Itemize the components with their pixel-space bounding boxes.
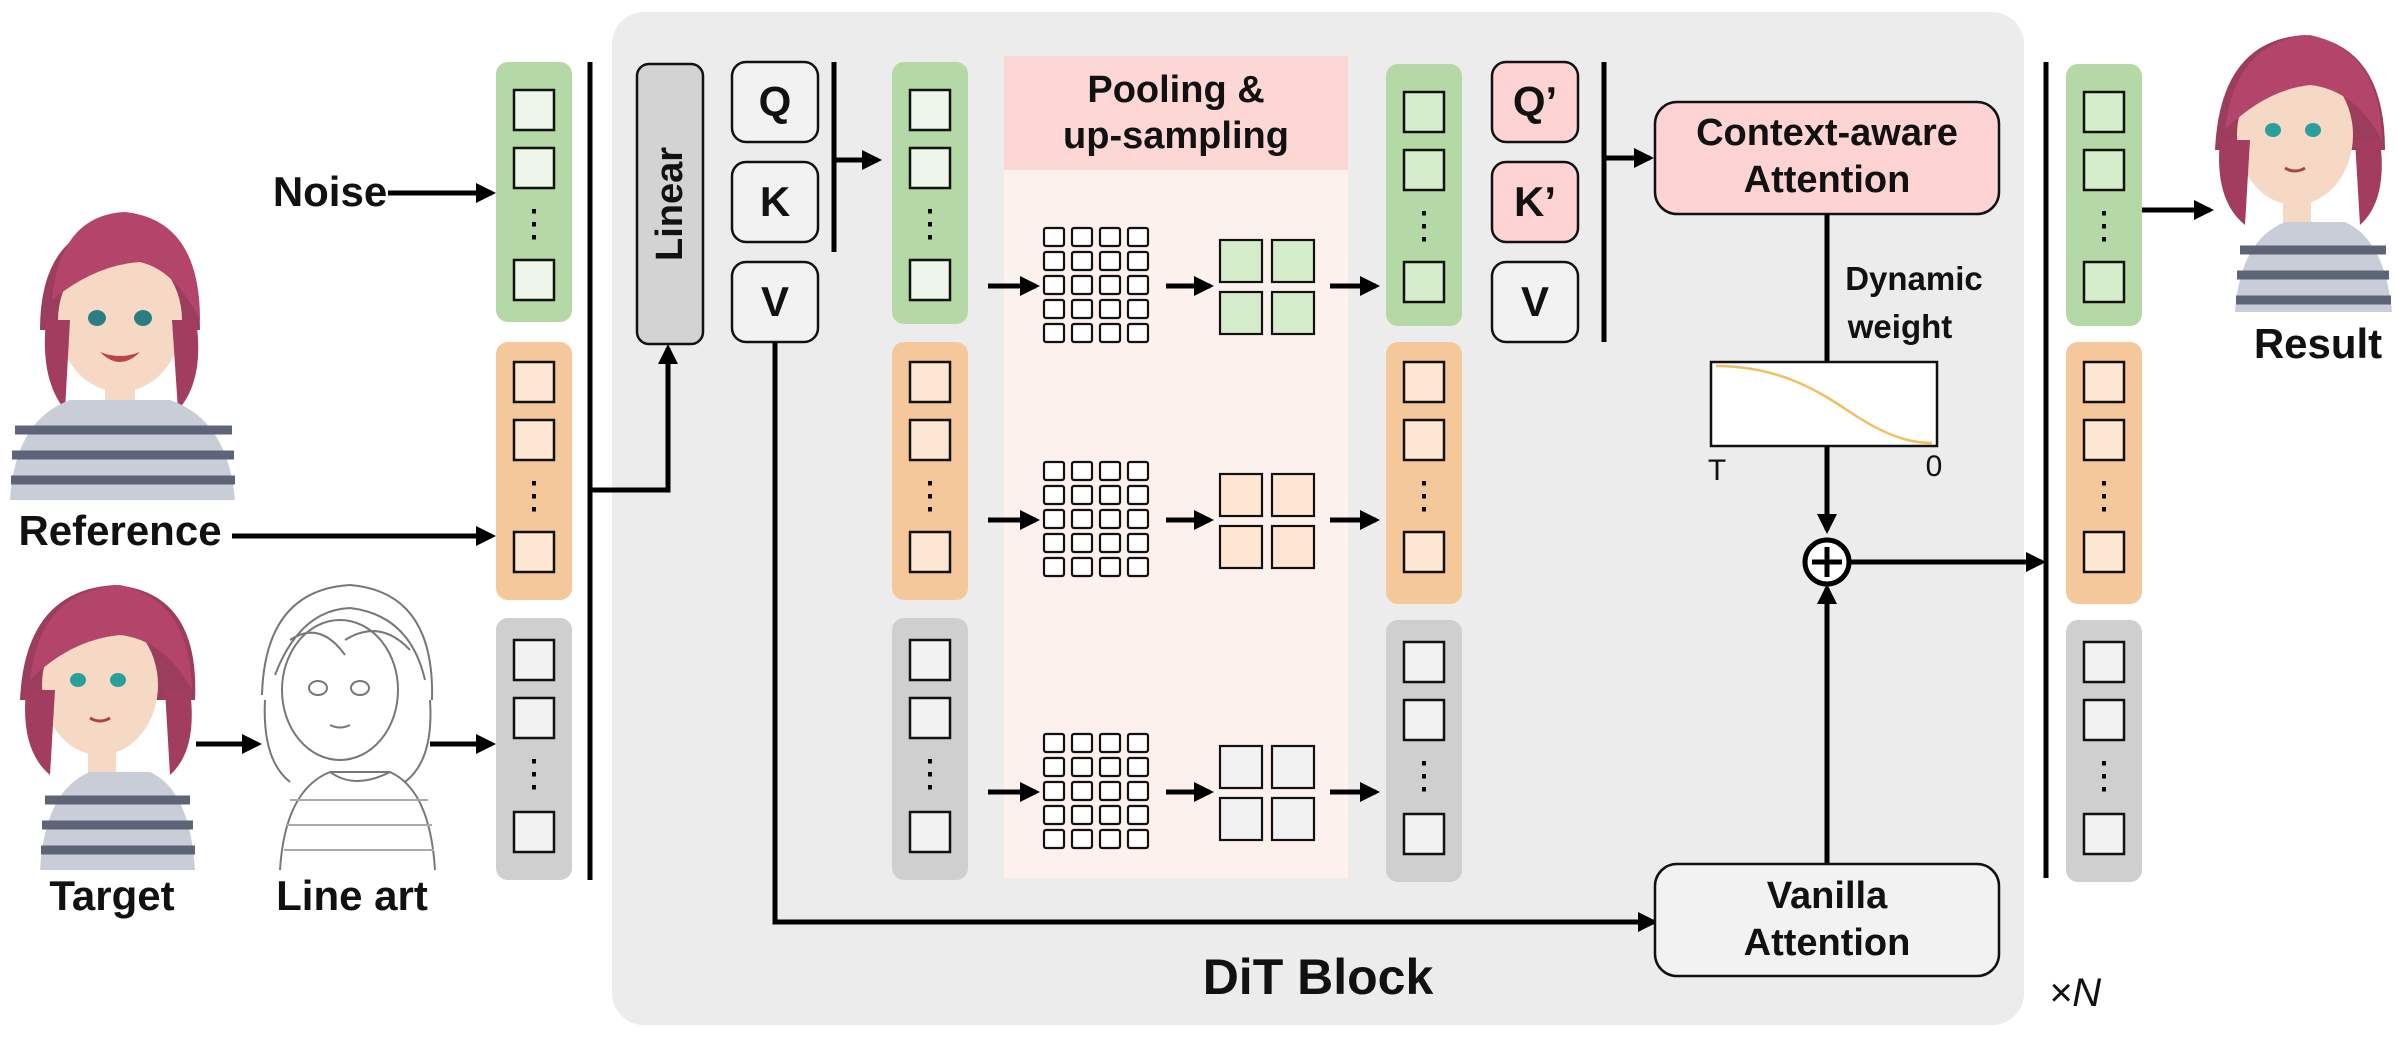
svg-text:⋮: ⋮: [911, 475, 949, 517]
v-to-vanilla-arrow: [772, 342, 1658, 932]
svg-text:⋮: ⋮: [911, 753, 949, 795]
dynamic-label-line2: weight: [1847, 308, 1953, 345]
linear-layer: [635, 62, 705, 346]
input-reference-tokens: ⋮: [496, 342, 572, 600]
svg-text:⋮: ⋮: [515, 475, 553, 517]
svg-text:⋮: ⋮: [1405, 755, 1443, 797]
output-reference-tokens: ⋮: [2066, 342, 2142, 604]
k-label: K: [760, 178, 790, 225]
q-prime-box: [1490, 60, 1580, 144]
input-target-tokens: ⋮: [496, 618, 572, 880]
svg-text:⋮: ⋮: [515, 203, 553, 245]
q-label: Q: [759, 78, 792, 125]
noise-label: Noise: [273, 168, 387, 215]
line-art-label: Line art: [276, 872, 428, 919]
times-n-label: ×N: [2049, 971, 2101, 1015]
svg-text:⋮: ⋮: [2085, 475, 2123, 517]
k-prime-box: [1490, 160, 1580, 244]
target-label: Target: [49, 872, 174, 919]
input-noise-tokens: ⋮: [496, 62, 572, 322]
pooled-reference-tokens: ⋮: [1386, 342, 1462, 604]
output-noise-tokens: ⋮: [2066, 64, 2142, 326]
svg-text:⋮: ⋮: [911, 203, 949, 245]
vanilla-attention-box: [1653, 862, 2001, 978]
dynamic-label-line1: Dynamic: [1845, 260, 1983, 297]
output-target-tokens: ⋮: [2066, 620, 2142, 882]
pooling-rows: [988, 226, 1380, 850]
vanilla-line2: Attention: [1744, 922, 1911, 964]
plus-circle-icon: [1802, 537, 1852, 587]
coarse-token-grid: [1218, 472, 1316, 570]
result-label: Result: [2254, 320, 2382, 367]
pooled-noise-tokens: ⋮: [1386, 64, 1462, 326]
v2-box: [1490, 260, 1580, 344]
pooling-row-target: [988, 732, 1380, 850]
character-reference-image: [10, 212, 235, 500]
concat-to-linear-arrow: [590, 344, 678, 493]
coarse-token-grid: [1218, 744, 1316, 842]
pooling-header: [1004, 56, 1348, 170]
svg-text:⋮: ⋮: [515, 753, 553, 795]
pooling-row-reference: [988, 460, 1380, 578]
fine-token-grid: [1042, 226, 1150, 344]
vanilla-line1: Vanilla: [1767, 875, 1888, 917]
k-prime-label: K’: [1514, 178, 1556, 225]
qk-noise-tokens: ⋮: [892, 62, 968, 324]
character-result-image: [2215, 35, 2392, 312]
reference-label: Reference: [18, 507, 221, 554]
svg-text:⋮: ⋮: [1405, 205, 1443, 247]
svg-text:⋮: ⋮: [2085, 755, 2123, 797]
q-box: [730, 60, 820, 144]
dynamic-weight-plot: [1709, 360, 1939, 448]
q-prime-label: Q’: [1513, 78, 1557, 125]
linear-label: Linear: [649, 147, 691, 261]
context-aware-line2: Attention: [1744, 159, 1911, 201]
v-label: V: [761, 278, 789, 325]
svg-text:⋮: ⋮: [2085, 205, 2123, 247]
fine-token-grid: [1042, 732, 1150, 850]
fine-token-grid: [1042, 460, 1150, 578]
context-aware-line1: Context-aware: [1696, 112, 1958, 154]
character-target-image: [20, 585, 196, 870]
qk-reference-tokens: ⋮: [892, 342, 968, 600]
svg-text:⋮: ⋮: [1405, 475, 1443, 517]
k-box: [730, 160, 820, 244]
coarse-token-grid: [1218, 238, 1316, 336]
dit-block-title: DiT Block: [1203, 949, 1434, 1005]
dynamic-weight-curve: [1715, 364, 1933, 445]
axis-t-label: T: [1708, 454, 1726, 487]
pooling-row-noise: [988, 226, 1380, 344]
axis-zero-label: 0: [1926, 450, 1943, 483]
pooling-title-line2: up-sampling: [1063, 115, 1289, 157]
line-art-sketch-image: [261, 583, 436, 871]
pooled-target-tokens: ⋮: [1386, 620, 1462, 882]
qk-target-tokens: ⋮: [892, 618, 968, 880]
pooling-title-line1: Pooling &: [1087, 69, 1264, 111]
v2-label: V: [1521, 278, 1549, 325]
